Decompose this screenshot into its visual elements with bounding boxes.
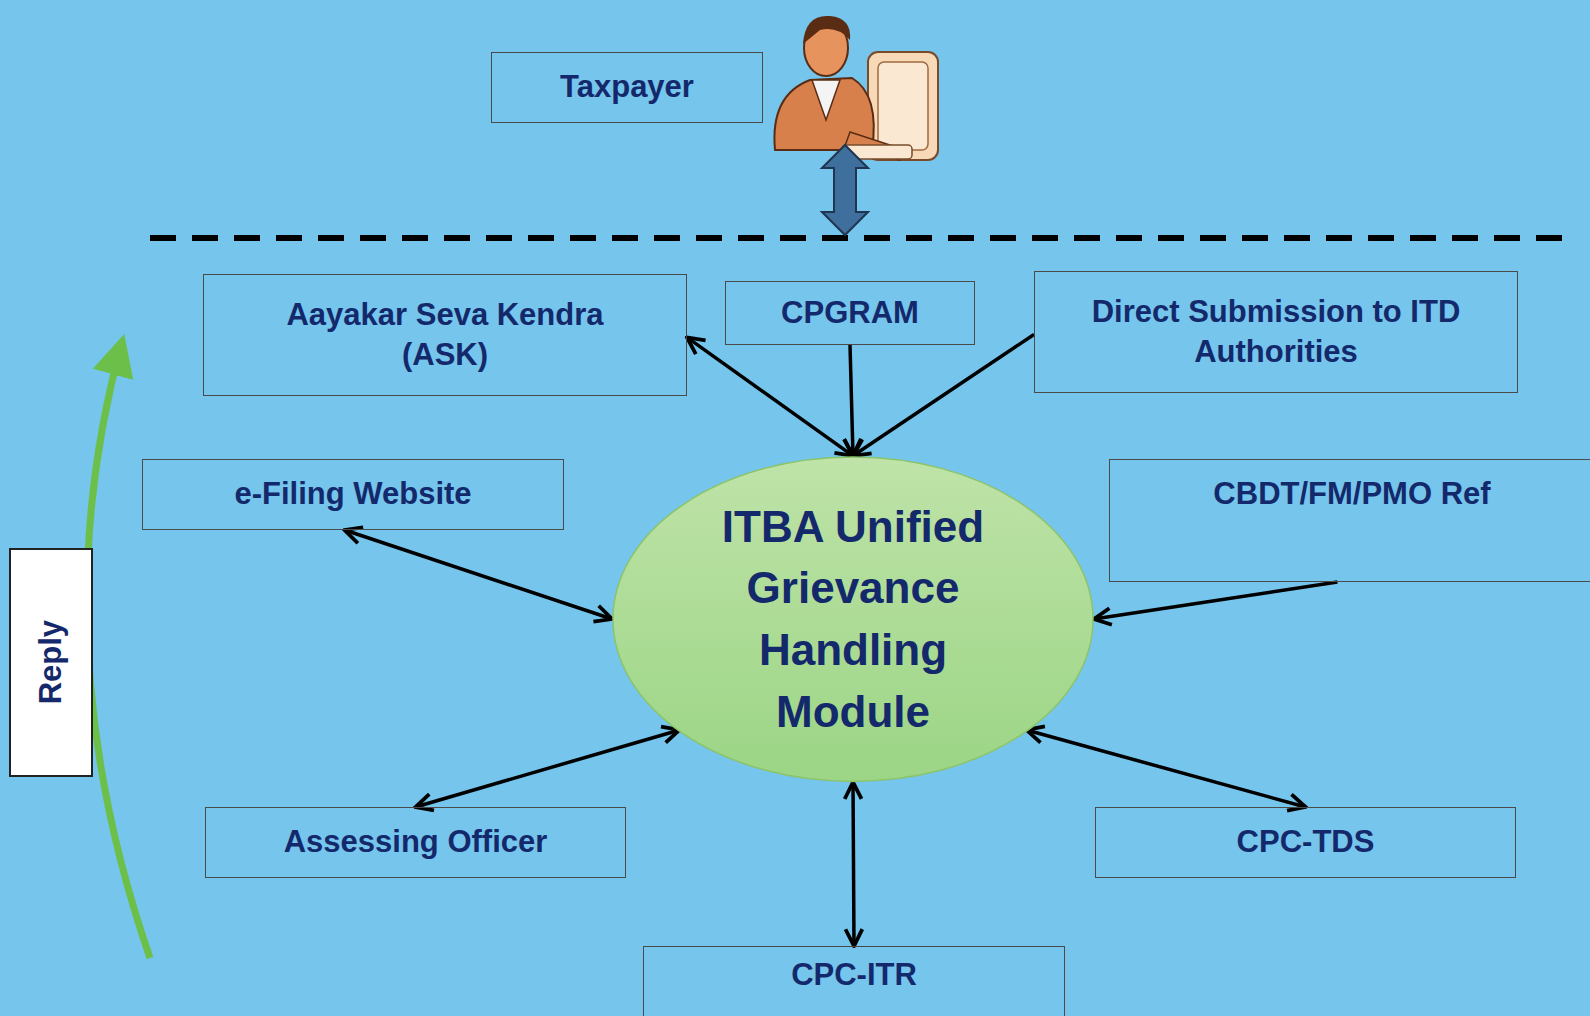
- box-label: Aayakar Seva Kendra (ASK): [255, 295, 635, 376]
- connector-arrow: [853, 334, 1034, 455]
- box-label: CPC-ITR: [791, 955, 917, 995]
- text-wrap: CPGRAM: [781, 293, 919, 333]
- box-label: Reply: [31, 620, 71, 704]
- box-label: Direct Submission to ITD Authorities: [1056, 292, 1496, 373]
- ellipse-fill: [613, 457, 1093, 781]
- taxpayer-illustration: [774, 16, 938, 160]
- text-wrap: Direct Submission to ITD Authorities: [1056, 292, 1496, 373]
- connector-arrow: [345, 530, 612, 619]
- box-label: CPGRAM: [781, 293, 919, 333]
- connector-arrow: [1094, 582, 1337, 619]
- box-label: Taxpayer: [560, 67, 694, 107]
- channel-box: CBDT/FM/PMO Ref: [1109, 459, 1590, 582]
- channel-box: Aayakar Seva Kendra (ASK): [203, 274, 687, 396]
- channel-box: Assessing Officer: [205, 807, 626, 878]
- reply-arrow: [87, 342, 150, 958]
- connector-arrow: [853, 782, 854, 946]
- text-wrap: ITBA Unified Grievance Handling Module: [693, 496, 1013, 742]
- connector-arrow: [687, 337, 853, 455]
- taxpayer-link-arrow: [822, 145, 868, 235]
- reply-box: Reply: [9, 548, 93, 777]
- text-wrap: Reply: [31, 620, 71, 704]
- channel-box: CPC-ITR: [643, 946, 1065, 1016]
- channel-box: CPC-TDS: [1095, 807, 1516, 878]
- boundary-line: [150, 235, 1562, 241]
- connector-arrow: [1027, 730, 1306, 807]
- text-wrap: Taxpayer: [560, 67, 694, 107]
- box-label: CPC-TDS: [1237, 822, 1375, 862]
- channel-box: Direct Submission to ITD Authorities: [1034, 271, 1518, 393]
- box-label: Assessing Officer: [284, 822, 548, 862]
- channel-box: e-Filing Website: [142, 459, 564, 530]
- box-label: e-Filing Website: [234, 474, 471, 514]
- box-label: CBDT/FM/PMO Ref: [1213, 474, 1490, 514]
- channel-box: Taxpayer: [491, 52, 763, 123]
- text-wrap: e-Filing Website: [234, 474, 471, 514]
- text-wrap: Assessing Officer: [284, 822, 548, 862]
- connector-arrow: [850, 345, 853, 456]
- hub-label: ITBA Unified Grievance Handling Module: [693, 496, 1013, 742]
- channel-box: CPGRAM: [725, 281, 975, 345]
- text-wrap: CPC-TDS: [1237, 822, 1375, 862]
- text-wrap: CPC-ITR: [791, 955, 917, 995]
- hub-ellipse: ITBA Unified Grievance Handling Module: [612, 456, 1094, 782]
- connector-arrow: [416, 730, 680, 807]
- text-wrap: CBDT/FM/PMO Ref: [1213, 474, 1490, 514]
- text-wrap: Aayakar Seva Kendra (ASK): [255, 295, 635, 376]
